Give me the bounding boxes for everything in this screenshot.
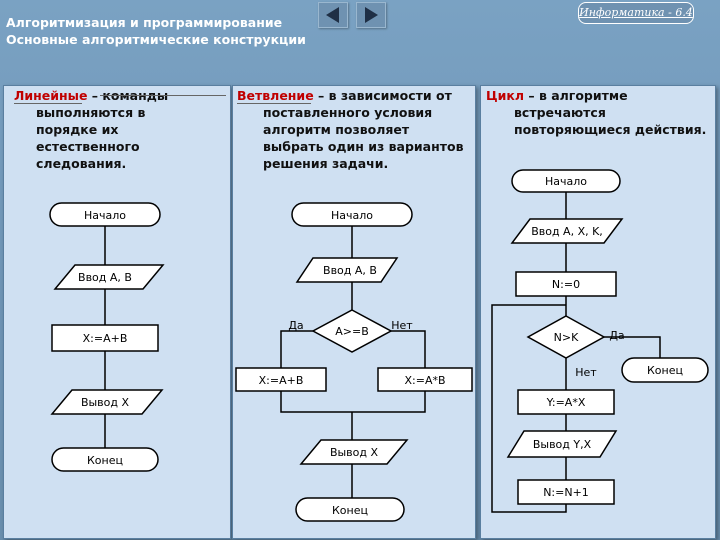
linear-term: Линейные <box>14 88 88 103</box>
branch-no-process <box>377 367 473 392</box>
loop-increment-label: N:=N+1 <box>543 486 589 499</box>
branch-condition-diamond <box>311 309 393 353</box>
linear-process-block <box>51 324 159 352</box>
linear-input-block <box>53 264 165 290</box>
loop-body-block <box>517 389 615 415</box>
branch-merge-line <box>280 391 426 413</box>
branch-desc-line: поставленного условия <box>263 105 433 120</box>
linear-process-label: X:=A+B <box>83 332 128 345</box>
linear-start-terminal <box>49 202 161 227</box>
branch-input-block <box>295 257 399 283</box>
title-line-1: Алгоритмизация и программирование <box>6 15 283 30</box>
loop-end-label: Конец <box>647 364 683 377</box>
branch-output-label: Вывод X <box>330 446 379 459</box>
loop-no-label: Нет <box>575 366 597 379</box>
loop-input-label: Ввод A, X, K, <box>531 225 603 238</box>
branch-end-label: Конец <box>332 504 368 517</box>
branch-yes-line <box>280 330 313 370</box>
linear-flowchart: Начало Ввод A, B X:=A+B Вывод X Конец <box>49 202 165 472</box>
loop-output-block <box>506 430 618 458</box>
loop-init-label: N:=0 <box>552 278 580 291</box>
loop-exit-line <box>604 336 661 360</box>
back-button[interactable] <box>318 2 348 28</box>
linear-end-terminal <box>51 447 159 472</box>
loop-body-label: Y:=A*X <box>546 396 586 409</box>
loop-desc-line: встречаются <box>514 105 606 120</box>
linear-term-underline <box>14 103 82 104</box>
branch-start-terminal <box>291 202 413 227</box>
loop-increment-block <box>517 479 615 505</box>
branch-term-underline <box>237 103 311 104</box>
branch-yes-action-label: X:=A+B <box>259 374 304 387</box>
linear-desc-line: следования. <box>36 156 127 171</box>
linear-input-label: Ввод A, B <box>78 271 132 284</box>
branch-condition-label: A>=B <box>335 325 369 338</box>
loop-condition-diamond <box>526 315 606 359</box>
loop-back-line <box>491 304 567 513</box>
info-link[interactable]: Информатика - 6.4 <box>578 2 694 24</box>
linear-output-block <box>50 389 164 415</box>
title-line-2: Основные алгоритмические конструкции <box>6 32 306 47</box>
branch-description: Ветвление – в зависимости от поставленно… <box>237 87 473 172</box>
loop-init-block <box>515 271 617 297</box>
loop-end-terminal <box>621 357 709 383</box>
branch-yes-label: Да <box>288 319 303 332</box>
branch-flowchart: Начало Ввод A, B A>=B Да Нет X:=A+B X:=A… <box>235 202 473 522</box>
linear-desc-line: естественного <box>36 139 140 154</box>
loop-desc-line: повторяющиеся действия. <box>514 122 707 137</box>
loop-description: Цикл – в алгоритме встречаются повторяющ… <box>486 87 714 138</box>
linear-end-label: Конец <box>87 454 123 467</box>
branch-input-label: Ввод A, B <box>323 264 377 277</box>
branch-no-label: Нет <box>391 319 413 332</box>
branch-no-line <box>391 330 426 370</box>
loop-term: Цикл <box>486 88 524 103</box>
loop-condition-label: N>K <box>554 331 579 344</box>
branch-desc-line: решения задачи. <box>263 156 389 171</box>
branch-desc-rest: – в зависимости от <box>313 88 452 103</box>
branch-yes-process <box>235 367 327 392</box>
loop-start-label: Начало <box>545 175 587 188</box>
loop-start-terminal <box>511 169 621 193</box>
branch-start-label: Начало <box>331 209 373 222</box>
loop-desc-rest: – в алгоритме <box>524 88 628 103</box>
loop-flowchart: Начало Ввод A, X, K, N:=0 N>K Да Нет Кон… <box>491 169 709 513</box>
branch-end-terminal <box>295 497 405 522</box>
loop-yes-label: Да <box>609 329 624 342</box>
linear-connector-line <box>100 95 226 96</box>
loop-output-label: Вывод Y,X <box>533 438 592 451</box>
forward-button[interactable] <box>356 2 386 28</box>
branch-desc-line: выбрать один из вариантов <box>263 139 464 154</box>
linear-desc-line: выполняются в <box>36 105 146 120</box>
loop-input-block <box>510 218 624 244</box>
linear-start-label: Начало <box>84 209 126 222</box>
linear-output-label: Вывод X <box>81 396 130 409</box>
branch-desc-line: алгоритм позволяет <box>263 122 410 137</box>
branch-no-action-label: X:=A*B <box>404 374 445 387</box>
triangle-left-icon <box>326 7 339 23</box>
loop-panel <box>480 85 716 539</box>
triangle-right-icon <box>365 7 378 23</box>
branch-term: Ветвление <box>237 88 314 103</box>
linear-desc-line: порядке их <box>36 122 119 137</box>
branch-output-block <box>299 439 409 465</box>
